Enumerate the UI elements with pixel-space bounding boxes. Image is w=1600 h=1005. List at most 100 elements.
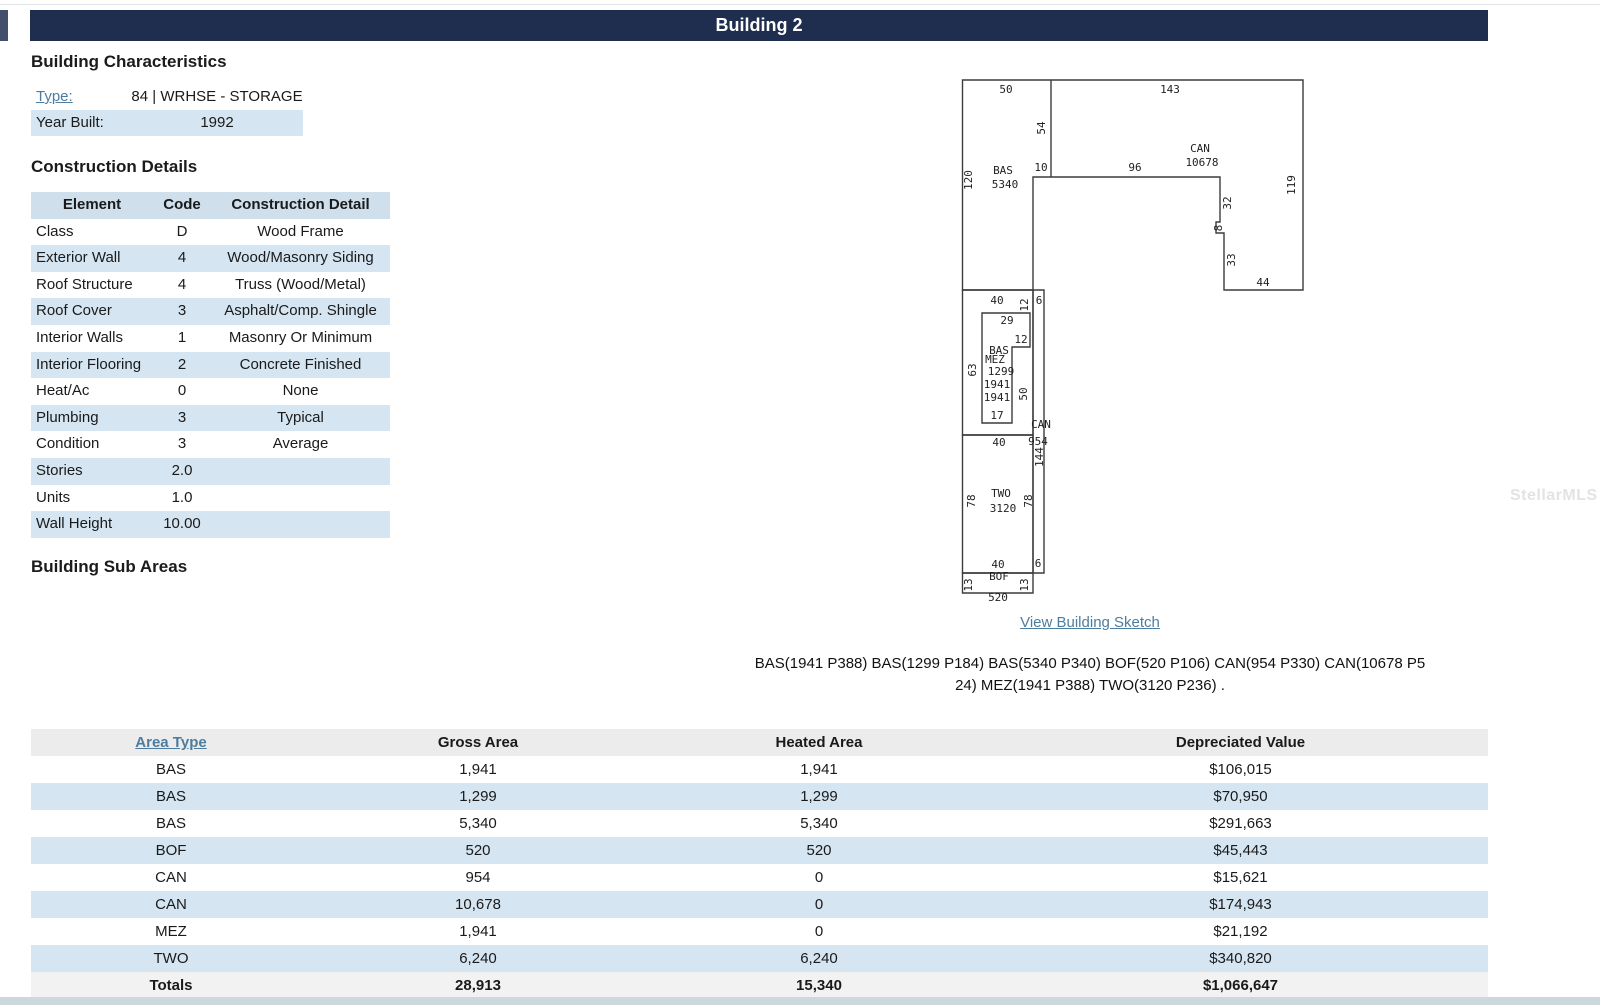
area-cell: TWO [153, 950, 189, 967]
sketch-dimension-label: 143 [1160, 83, 1180, 96]
value-cell: $21,192 [1213, 923, 1268, 940]
sketch-dimension-label: MEZ [985, 353, 1005, 366]
construction-details-heading: Construction Details [31, 157, 198, 176]
detail-cell [211, 458, 390, 485]
col-code: Code [163, 196, 201, 213]
detail-cell: Wood/Masonry Siding [227, 249, 374, 267]
totals-gross: 28,913 [455, 977, 501, 994]
heated-cell: 0 [814, 896, 824, 913]
element-cell: Exterior Wall [36, 249, 121, 267]
sketch-box-bof [961, 572, 1034, 594]
totals-label: Totals [149, 977, 193, 994]
area-cell: BAS [155, 788, 186, 805]
element-cell: Plumbing [36, 408, 99, 426]
table-row: Roof Cover 3 Asphalt/Comp. Shingle [31, 298, 390, 325]
detail-cell: Concrete Finished [239, 355, 362, 373]
sketch-dimension-label: 96 [1128, 161, 1141, 174]
gross-cell: 1,941 [459, 761, 497, 778]
code-cell: 0 [177, 382, 187, 400]
table-row: Interior Walls 1 Masonry Or Minimum [31, 325, 390, 352]
type-link[interactable]: Type: [36, 88, 73, 105]
sketch-dimension-label: 29 [1000, 314, 1013, 327]
area-cell: BAS [155, 761, 186, 778]
table-row: MEZ 1,941 0 $21,192 [31, 918, 1488, 945]
value-cell: $106,015 [1209, 761, 1272, 778]
sketch-dimension-label: BAS [993, 164, 1013, 177]
sketch-dimension-label: CAN [1031, 418, 1051, 431]
sketch-inner-box [981, 312, 1031, 424]
code-cell: 3 [177, 302, 187, 320]
gross-cell: 5,340 [459, 815, 497, 832]
detail-cell: None [282, 382, 319, 400]
sketch-dimension-label: 1941 [984, 378, 1011, 391]
heated-cell: 0 [814, 869, 824, 886]
element-cell: Heat/Ac [36, 382, 90, 400]
view-building-sketch-link[interactable]: View Building Sketch [1020, 614, 1160, 631]
sketch-dimension-label: 10678 [1185, 156, 1218, 169]
sketch-outlines [961, 79, 1304, 594]
value-cell: $174,943 [1209, 896, 1272, 913]
gross-cell: 10,678 [455, 896, 501, 913]
code-cell: 2 [177, 355, 187, 373]
heated-cell: 1,941 [800, 761, 838, 778]
sketch-dimension-label: 63 [966, 363, 979, 376]
sketch-dimension-label: 8 [1212, 225, 1225, 232]
view-sketch-link-wrap: View Building Sketch [700, 614, 1480, 631]
area-cell: CAN [155, 896, 187, 913]
sketch-dimension-label: 33 [1225, 253, 1238, 266]
sketch-dimension-label: 119 [1285, 175, 1298, 195]
detail-cell: Average [272, 435, 329, 453]
code-cell: 1.0 [171, 488, 193, 506]
sketch-dimension-label: 12 [1018, 298, 1031, 311]
detail-cell: Wood Frame [257, 222, 344, 240]
sketch-dimension-label: 50 [1017, 387, 1030, 400]
value-cell: $70,950 [1213, 788, 1268, 805]
heated-cell: 0 [814, 923, 824, 940]
sketch-dimension-label: 6 [1035, 557, 1042, 570]
element-cell: Stories [36, 461, 83, 479]
year-built-row: Year Built: 1992 [31, 110, 303, 136]
value-cell: $45,443 [1213, 842, 1268, 859]
element-cell: Wall Height [36, 515, 113, 533]
area-cell: BOF [155, 842, 187, 859]
table-row: BAS 1,941 1,941 $106,015 [31, 756, 1488, 783]
element-cell: Units [36, 488, 71, 506]
sketch-dimension-label: 1299 [988, 365, 1015, 378]
element-cell: Class [36, 222, 74, 240]
area-type-link[interactable]: Area Type [135, 734, 207, 751]
element-cell: Interior Flooring [36, 355, 142, 373]
col-heated-area: Heated Area [775, 734, 863, 751]
sub-areas-table: Area Type Gross Area Heated Area Depreci… [31, 729, 1488, 999]
sketch-dimension-label: 120 [962, 170, 975, 190]
code-cell: 3 [177, 435, 187, 453]
page-title: Building 2 [715, 15, 803, 35]
gross-cell: 6,240 [459, 950, 497, 967]
sketch-dimension-label: 50 [999, 83, 1012, 96]
construction-details-table: Element Code Construction Detail Class D… [31, 192, 390, 538]
code-cell: 2.0 [171, 461, 193, 479]
sketch-dimension-label: BAS [989, 344, 1009, 357]
sketch-dimension-label: 1941 [984, 391, 1011, 404]
code-cell: 10.00 [163, 515, 201, 533]
table-row: BOF 520 520 $45,443 [31, 837, 1488, 864]
table-row: Wall Height 10.00 [31, 511, 390, 538]
sketch-dimension-label: 17 [990, 409, 1003, 422]
building-characteristics-heading: Building Characteristics [31, 52, 227, 71]
sketch-dimension-label: 10 [1034, 161, 1047, 174]
detail-cell: Truss (Wood/Metal) [235, 275, 366, 293]
heated-cell: 6,240 [800, 950, 838, 967]
value-cell: $340,820 [1209, 950, 1272, 967]
sketch-dimension-label: 3120 [990, 502, 1017, 515]
table-row: Plumbing 3 Typical [31, 404, 390, 432]
sketch-dimension-label: 40 [992, 436, 1005, 449]
sketch-dimension-label: 40 [991, 558, 1004, 571]
table-row: Heat/Ac 0 None [31, 378, 390, 405]
table-row: Class D Wood Frame [31, 219, 390, 246]
sketch-dimension-label: 13 [962, 578, 975, 591]
building-sub-areas-heading: Building Sub Areas [31, 557, 188, 576]
table-row: Units 1.0 [31, 485, 390, 512]
building-title-bar: Building 2 [30, 10, 1488, 41]
sketch-dimension-label: 6 [1036, 294, 1043, 307]
